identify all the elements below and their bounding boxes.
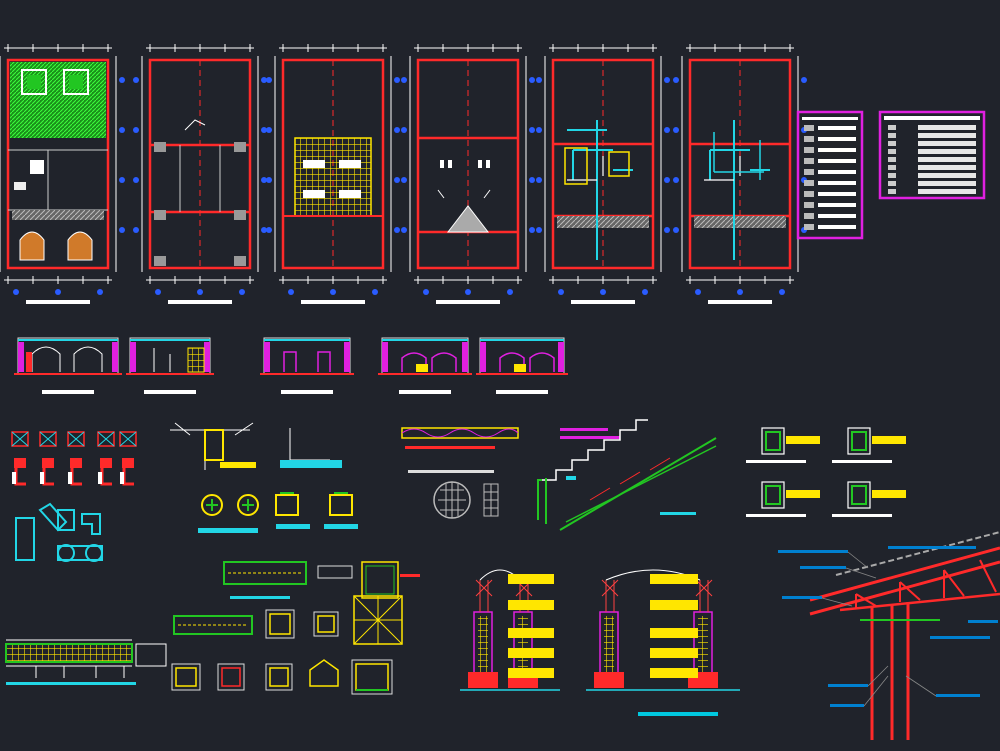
elevation-5: [476, 337, 568, 394]
plan-title-bar: [26, 300, 90, 304]
floor-plan-row: [0, 44, 807, 304]
elevation-title-bar: [496, 390, 548, 394]
elevation-title-bar: [399, 390, 451, 394]
floor-plan-2: [133, 44, 267, 304]
floor-plan-5: [536, 44, 670, 304]
elevation-title-bar: [281, 390, 333, 394]
floor-plan-6: [673, 44, 807, 304]
elevation-row: [14, 337, 568, 394]
plan-title-bar: [301, 300, 365, 304]
roof-truss-detail: [778, 531, 1000, 740]
legend-table-1: [796, 110, 864, 240]
floor-plan-1: [0, 44, 125, 304]
wall-footing-sections: [460, 569, 740, 716]
elevation-title-bar: [144, 390, 196, 394]
elevation-4: [378, 337, 472, 394]
elevation-1: [14, 337, 122, 394]
plumbing-fittings-detail: [11, 431, 137, 562]
legend-table-2: [878, 110, 986, 200]
plan-title-bar: [436, 300, 500, 304]
structural-connection-details: [170, 422, 358, 533]
column-section-details: [746, 427, 906, 517]
floor-plan-3: [266, 44, 400, 304]
beam-foundation-details: [5, 561, 420, 695]
plan-title-bar: [571, 300, 635, 304]
elevation-2: [126, 337, 214, 394]
roof-edge-detail: [401, 427, 519, 519]
elevation-title-bar: [42, 390, 94, 394]
floor-plan-4: [401, 44, 535, 304]
elevation-3: [260, 337, 354, 394]
plan-title-bar: [168, 300, 232, 304]
plan-title-bar: [708, 300, 772, 304]
stair-detail: [537, 419, 717, 531]
